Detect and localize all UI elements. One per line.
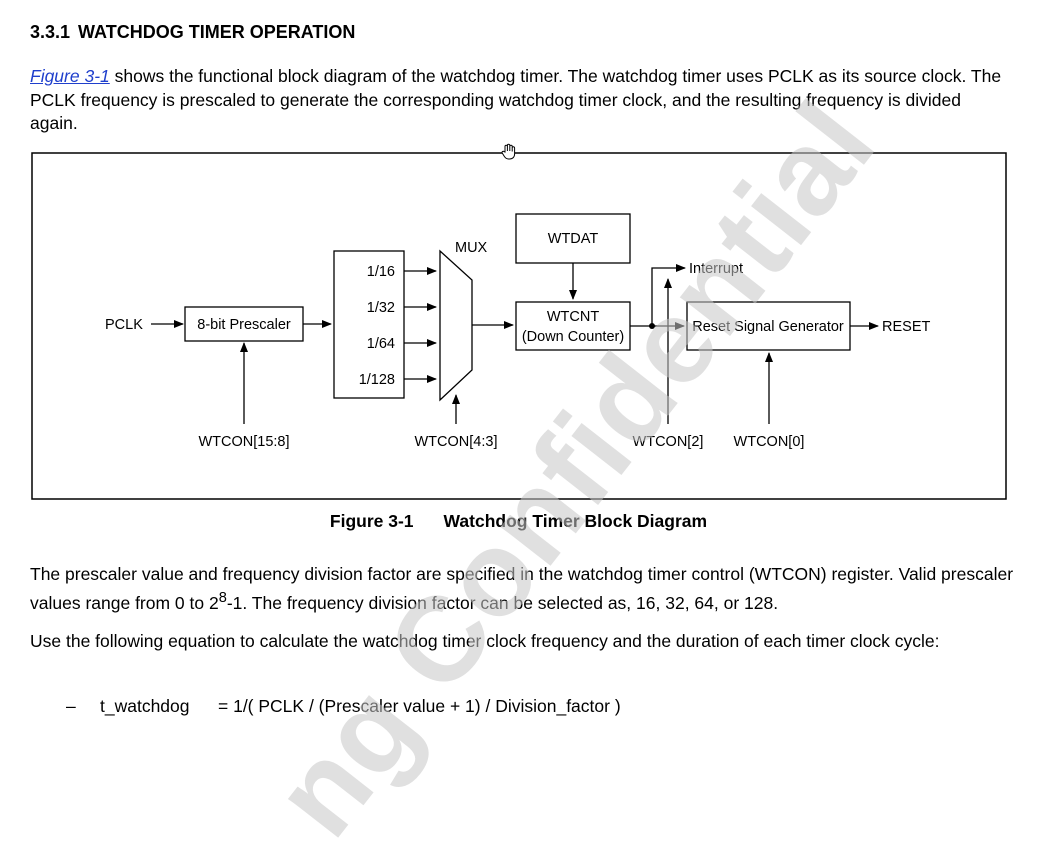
wtdat-label: WTDAT bbox=[548, 231, 599, 247]
mux-block bbox=[439, 249, 473, 402]
pclk-label: PCLK bbox=[105, 317, 143, 333]
wtcnt-sublabel: (Down Counter) bbox=[522, 329, 624, 345]
wtcnt-block bbox=[515, 301, 631, 351]
hand-cursor-icon bbox=[501, 143, 516, 160]
divider-label-64: 1/64 bbox=[367, 336, 395, 352]
equation-intro-paragraph: Use the following equation to calculate … bbox=[30, 631, 940, 651]
equation-line: – t_watchdog = 1/( PCLK / (Prescaler value… bbox=[66, 696, 621, 717]
figure-caption-label: Figure 3-1 bbox=[329, 511, 414, 531]
section-heading: 3.3.1 WATCHDOG TIMER OPERATION bbox=[30, 22, 355, 43]
prescaler-block bbox=[184, 306, 304, 342]
prescaler-paragraph-text-2: -1. The frequency division factor can be… bbox=[226, 592, 779, 613]
reset-generator-label: Reset Signal Generator bbox=[692, 319, 844, 335]
reset-label: RESET bbox=[882, 319, 930, 335]
divider-block bbox=[333, 250, 405, 399]
wtcon-0-label: WTCON[0] bbox=[734, 434, 805, 450]
interrupt-path bbox=[651, 264, 686, 326]
intro-text: shows the functional block diagram of th… bbox=[30, 66, 1002, 133]
figure-link[interactable]: Figure 3-1 bbox=[30, 66, 110, 86]
equation-variable: t_watchdog bbox=[100, 696, 190, 716]
block-diagram: PCLK 8-bit Prescaler WTCON[15:8] 1/16 1/… bbox=[31, 152, 1007, 500]
interrupt-label: Interrupt bbox=[689, 261, 743, 277]
wtcon-2-label: WTCON[2] bbox=[633, 434, 704, 450]
wtcnt-label: WTCNT bbox=[547, 309, 599, 325]
prescaler-label: 8-bit Prescaler bbox=[197, 317, 291, 333]
divider-label-128: 1/128 bbox=[359, 372, 395, 388]
figure-caption: Figure 3-1 Watchdog Timer Block Diagram bbox=[0, 511, 1037, 532]
wtdat-block bbox=[515, 213, 631, 264]
figure-caption-title: Watchdog Timer Block Diagram bbox=[443, 511, 708, 531]
prescaler-paragraph-text-1: The prescaler value and frequency divisi… bbox=[30, 564, 1014, 613]
divider-label-32: 1/32 bbox=[367, 300, 395, 316]
section-number: 3.3.1 bbox=[30, 22, 71, 42]
diagram-frame bbox=[31, 152, 1007, 500]
prescaler-paragraph: The prescaler value and frequency divisi… bbox=[30, 563, 1020, 615]
equation-expression: = 1/( PCLK / (Prescaler value + 1) / Div… bbox=[218, 696, 621, 716]
prescaler-paragraph-superscript: 8 bbox=[218, 589, 227, 606]
wtcon-15-8-label: WTCON[15:8] bbox=[198, 434, 289, 450]
intro-paragraph: Figure 3-1 shows the functional block di… bbox=[30, 65, 1010, 136]
divider-label-16: 1/16 bbox=[367, 264, 395, 280]
equation-dash: – bbox=[66, 696, 76, 716]
mux-label: MUX bbox=[455, 240, 488, 256]
wtcon-4-3-label: WTCON[4:3] bbox=[415, 434, 498, 450]
section-title: WATCHDOG TIMER OPERATION bbox=[78, 22, 356, 42]
